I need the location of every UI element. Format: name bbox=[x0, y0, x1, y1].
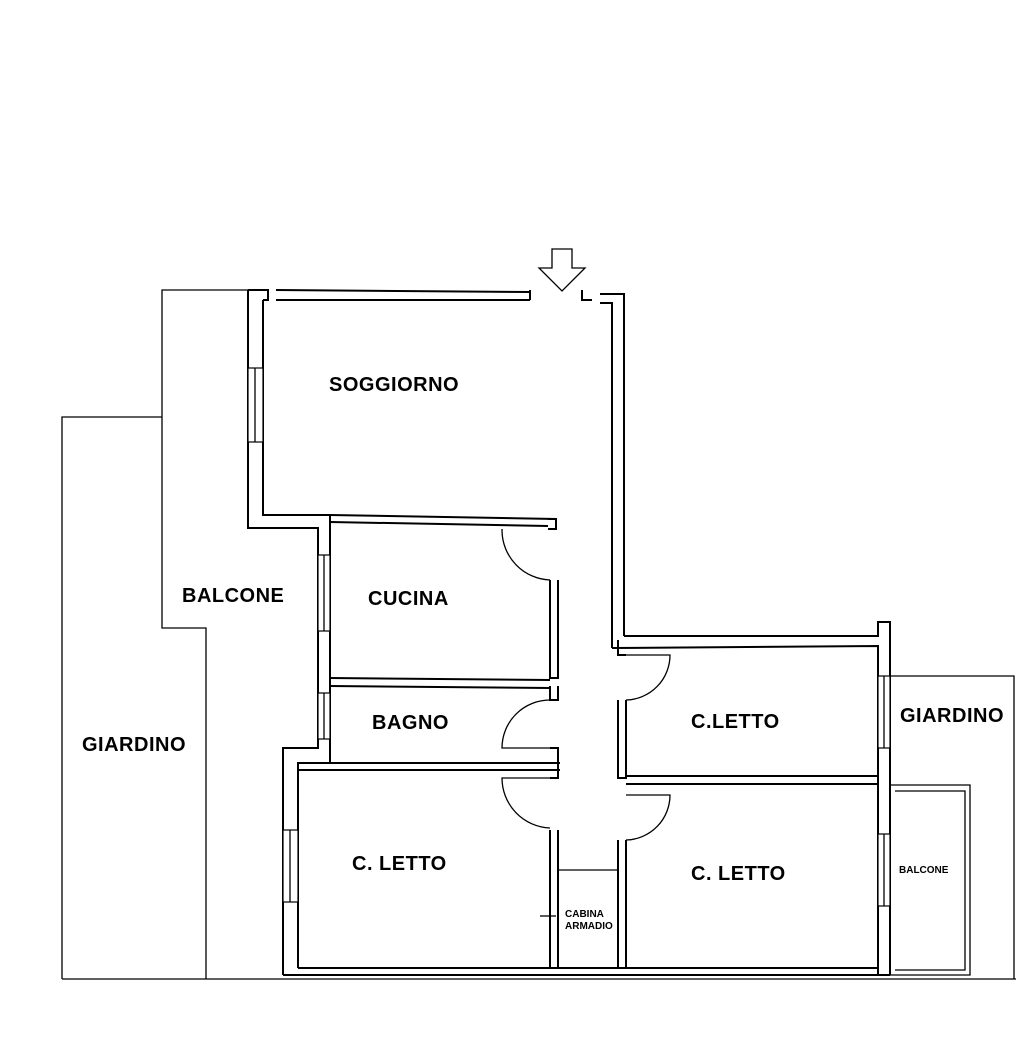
label-cletto-right-upper: C.LETTO bbox=[691, 711, 780, 733]
entrance-arrow-icon bbox=[537, 248, 587, 292]
balcone-right-outline bbox=[890, 784, 971, 976]
label-cabina-line2: ARMADIO bbox=[565, 921, 613, 932]
label-giardino-left: GIARDINO bbox=[82, 734, 186, 756]
balcone-left-outline bbox=[161, 289, 248, 979]
label-cabina-line1: CABINA bbox=[565, 909, 604, 920]
giardino-left-outline bbox=[61, 416, 1016, 980]
label-soggiorno: SOGGIORNO bbox=[329, 374, 459, 396]
windows bbox=[247, 367, 891, 907]
label-giardino-right: GIARDINO bbox=[900, 705, 1004, 727]
door-cucina bbox=[501, 529, 551, 581]
door-cletto-right-lower bbox=[625, 794, 671, 841]
door-cletto-left bbox=[501, 777, 551, 829]
label-bagno: BAGNO bbox=[372, 712, 449, 734]
label-cletto-left-lower: C. LETTO bbox=[352, 853, 447, 875]
giardino-right-outline bbox=[890, 675, 1015, 979]
interior-walls bbox=[298, 514, 878, 969]
door-cletto-right-upper bbox=[625, 654, 671, 701]
label-balcone-left: BALCONE bbox=[182, 585, 284, 607]
label-cucina: CUCINA bbox=[368, 588, 449, 610]
door-bagno bbox=[501, 699, 551, 749]
label-cletto-right-lower: C. LETTO bbox=[691, 863, 786, 885]
label-balcone-right: BALCONE bbox=[899, 865, 949, 876]
doors bbox=[501, 529, 671, 841]
